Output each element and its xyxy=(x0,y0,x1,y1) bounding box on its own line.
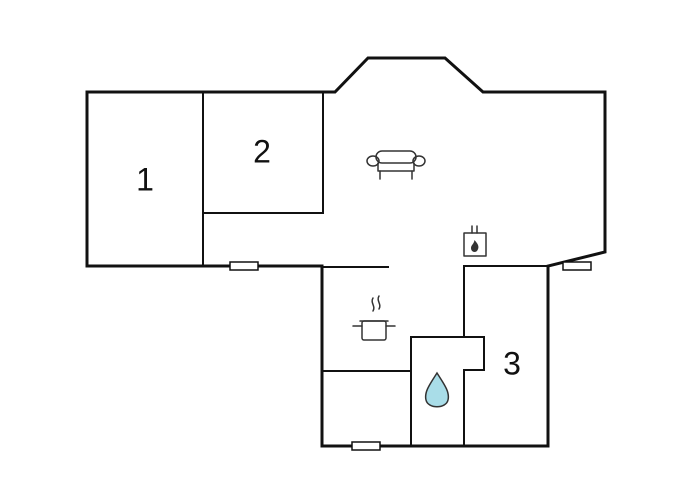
room-label-3: 3 xyxy=(503,345,521,381)
room-label-1: 1 xyxy=(136,161,154,197)
room-label-2: 2 xyxy=(253,133,271,169)
window-bottom-center xyxy=(351,441,381,451)
sofa-icon xyxy=(366,150,426,180)
window-bottom-left xyxy=(229,261,259,271)
cooking-pot-icon xyxy=(352,295,396,341)
outer-wall xyxy=(85,56,607,448)
fireplace-icon xyxy=(463,225,487,257)
water-drop-icon xyxy=(424,371,450,408)
window-bottom-right xyxy=(562,261,592,271)
